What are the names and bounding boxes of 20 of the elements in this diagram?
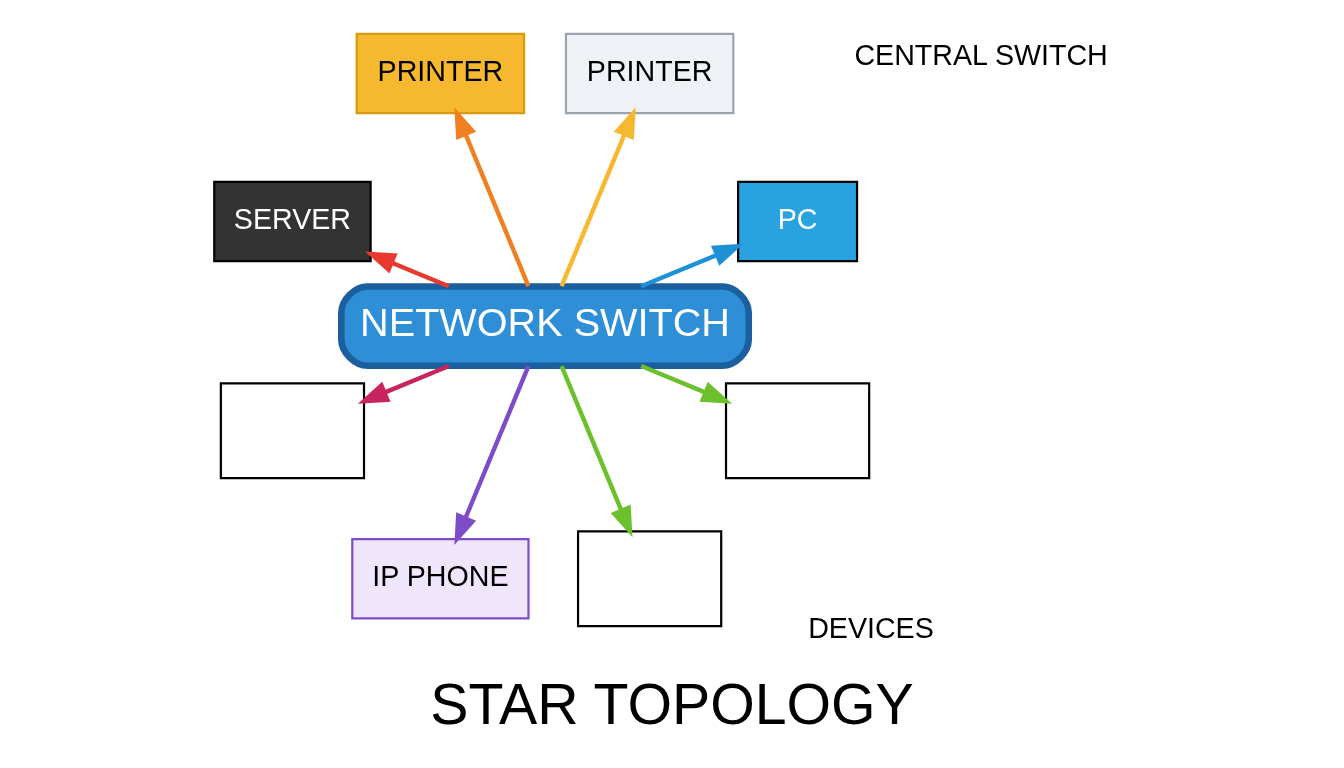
node-box: PC (737, 180, 859, 262)
arrow (559, 364, 633, 537)
node-box (219, 381, 366, 479)
arrow (365, 251, 450, 288)
node-box: NETWORK SWITCH (338, 282, 753, 369)
diagram-title: STAR TOPOLOGY (430, 671, 914, 736)
arrow (357, 363, 450, 404)
node-box: PRINTER (355, 32, 526, 114)
arrow (454, 364, 531, 545)
legend-label: DEVICES (808, 611, 934, 644)
node-box: SERVER (213, 180, 372, 262)
node-box (724, 381, 871, 479)
arrow (454, 106, 531, 287)
node-box (576, 529, 723, 627)
arrow (640, 363, 733, 404)
arrow (559, 106, 636, 287)
arrow (640, 243, 744, 288)
legend-label: CENTRAL SWITCH (854, 38, 1108, 71)
node-box: IP PHONE (351, 537, 530, 619)
node-box: PRINTER (564, 32, 735, 114)
